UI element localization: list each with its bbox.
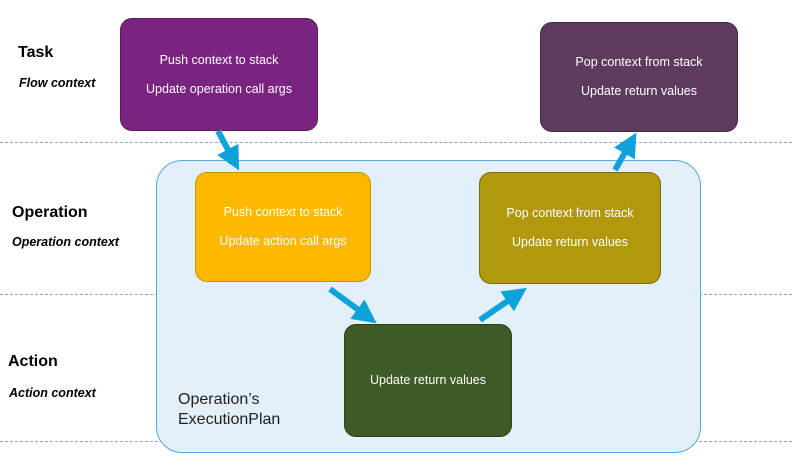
action-update-box: Update return values <box>344 324 512 437</box>
execution-plan-label-line2: ExecutionPlan <box>178 411 281 428</box>
lane-subtitle-operation: Operation context <box>12 235 119 249</box>
operation-push-line2: Update action call args <box>219 234 347 248</box>
execution-plan-label: Operation’s ExecutionPlan <box>178 390 280 430</box>
lane-divider-task-operation <box>0 142 792 143</box>
arrow-task-to-operation <box>215 129 240 171</box>
task-push-line1: Push context to stack <box>159 52 279 67</box>
operation-push-box: Push context to stack Update action call… <box>195 172 371 282</box>
action-update-line1: Update return values <box>369 373 487 387</box>
lane-subtitle-action: Action context <box>9 386 96 400</box>
arrow-operation-to-action <box>328 286 377 324</box>
lane-title-task: Task <box>18 44 54 61</box>
operation-pop-line1: Pop context from stack <box>506 206 634 220</box>
lane-title-action: Action <box>8 353 58 370</box>
operation-pop-line2: Update return values <box>511 235 629 249</box>
task-push-line2: Update operation call args <box>146 81 292 96</box>
lane-subtitle-task: Flow context <box>19 76 96 90</box>
task-pop-line2: Update return values <box>580 84 698 98</box>
task-pop-line1: Pop context from stack <box>575 55 703 69</box>
operation-pop-box: Pop context from stack Update return val… <box>479 172 661 284</box>
lane-title-operation: Operation <box>12 204 88 221</box>
task-pop-box: Pop context from stack Update return val… <box>540 22 738 132</box>
arrow-operation-to-task <box>612 132 637 172</box>
execution-plan-label-line1: Operation’s <box>178 391 260 408</box>
task-push-box: Push context to stack Update operation c… <box>120 18 318 131</box>
operation-push-line1: Push context to stack <box>223 205 343 219</box>
arrow-action-to-operation <box>478 287 527 323</box>
